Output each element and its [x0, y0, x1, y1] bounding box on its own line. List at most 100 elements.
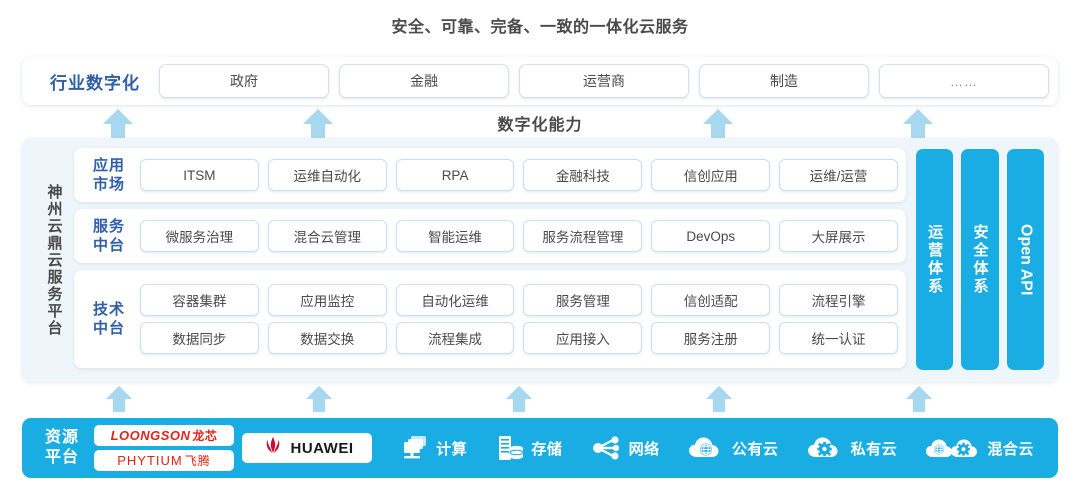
huawei-logo-text: HUAWEI [290, 439, 354, 457]
capability-label: 数字化能力 [497, 117, 583, 134]
capability-cell-fintech[interactable]: 金融科技 [523, 159, 643, 191]
hybrid-cloud-icon [925, 435, 981, 461]
layer-label-technology-middle-platform: 技术 中台 [78, 300, 140, 338]
up-arrow-icon [902, 109, 934, 139]
capability-cell-service-mgmt[interactable]: 服务管理 [523, 284, 643, 316]
resource-item-public-cloud[interactable]: 公有云 [688, 435, 779, 461]
industry-item-more[interactable]: …… [879, 64, 1049, 98]
capability-cell-itsm[interactable]: ITSM [140, 159, 259, 191]
industry-item-list: 政府 金融 运营商 制造 …… [159, 64, 1049, 98]
capability-cell-ops-automation[interactable]: 运维自动化 [267, 159, 387, 191]
layer-items-application-market: ITSM 运维自动化 RPA 金融科技 信创应用 运维/运营 [140, 153, 898, 197]
capability-cell-app-access[interactable]: 应用接入 [523, 322, 643, 354]
resource-label-line2: 平台 [44, 449, 79, 466]
compute-icon [400, 434, 430, 462]
layer-items-service-middle-platform: 微服务治理 混合云管理 智能运维 服务流程管理 DevOps 大屏展示 [140, 214, 898, 258]
capability-cell-app-monitoring[interactable]: 应用监控 [267, 284, 387, 316]
layer-label-line2: 中台 [92, 320, 125, 337]
up-arrow-icon [105, 384, 137, 414]
capability-cell-devops[interactable]: DevOps [651, 220, 771, 252]
capability-cell-automated-ops[interactable]: 自动化运维 [395, 284, 515, 316]
item-row: 数据同步 数据交换 流程集成 应用接入 服务注册 统一认证 [140, 322, 898, 354]
phytium-logo-cn: 飞腾 [184, 454, 211, 468]
resource-item-network[interactable]: 网络 [591, 435, 660, 461]
phytium-logo-text: PHYTIUM [117, 453, 183, 468]
capability-cell-hybrid-cloud-mgmt[interactable]: 混合云管理 [267, 220, 387, 252]
huawei-logo: HUAWEI [242, 433, 372, 463]
resource-item-label: 网络 [628, 440, 660, 458]
resource-item-label: 存储 [531, 440, 563, 458]
network-icon [591, 435, 623, 461]
page-title: 安全、可靠、完备、一致的一体化云服务 [391, 19, 689, 36]
up-arrow-icon [302, 109, 334, 139]
item-row: 容器集群 应用监控 自动化运维 服务管理 信创适配 流程引擎 [140, 284, 898, 316]
loongson-logo-text: LOONGSON [110, 428, 191, 443]
layer-label-line1: 应用 [92, 157, 125, 174]
industry-item-government[interactable]: 政府 [159, 64, 329, 98]
industry-item-telecom[interactable]: 运营商 [519, 64, 689, 98]
up-arrow-icon [102, 109, 134, 139]
industry-item-finance[interactable]: 金融 [339, 64, 509, 98]
capability-cell-service-process-mgmt[interactable]: 服务流程管理 [523, 220, 643, 252]
industry-row-label: 行业数字化 [50, 73, 140, 93]
industry-item-manufacturing[interactable]: 制造 [699, 64, 869, 98]
capability-cell-data-exchange[interactable]: 数据交换 [267, 322, 387, 354]
capability-cell-xinchuang-adaptation[interactable]: 信创适配 [651, 284, 771, 316]
resource-item-label: 公有云 [731, 440, 779, 458]
private-cloud-icon [807, 435, 845, 461]
capability-cell-xinchuang-app[interactable]: 信创应用 [651, 159, 771, 191]
vertical-bar-security-system[interactable]: 安全体系 [961, 149, 999, 370]
capability-cell-data-sync[interactable]: 数据同步 [140, 322, 259, 354]
industry-digitalization-row: 行业数字化 政府 金融 运营商 制造 …… [22, 57, 1058, 105]
layer-items-technology-middle-platform: 容器集群 应用监控 自动化运维 服务管理 信创适配 流程引擎 数据同步 数据交换… [140, 275, 898, 363]
up-arrow-icon [702, 109, 734, 139]
platform-inner: 应用 市场 ITSM 运维自动化 RPA 金融科技 信创应用 运维/运营 [74, 148, 1046, 372]
vertical-bar-open-api[interactable]: Open API [1006, 149, 1044, 370]
capability-cell-aiops[interactable]: 智能运维 [395, 220, 515, 252]
capability-cell-service-registry[interactable]: 服务注册 [651, 322, 771, 354]
capability-cell-rpa[interactable]: RPA [395, 159, 515, 191]
resource-item-private-cloud[interactable]: 私有云 [807, 435, 898, 461]
layer-label-line2: 市场 [92, 176, 125, 193]
layer-service-middle-platform: 服务 中台 微服务治理 混合云管理 智能运维 服务流程管理 DevOps 大屏展… [74, 209, 906, 263]
resource-label-line1: 资源 [44, 429, 79, 446]
capability-cell-unified-auth[interactable]: 统一认证 [779, 322, 898, 354]
top-arrow-band: 数字化能力 [0, 106, 1080, 142]
up-arrow-icon [305, 384, 337, 414]
capability-cell-process-engine[interactable]: 流程引擎 [779, 284, 898, 316]
cloud-service-platform: 神州云鼎云服务平台 应用 市场 ITSM 运维自动化 RPA 金融科技 信创应用… [22, 138, 1058, 382]
capability-cell-ops-operations[interactable]: 运维/运营 [779, 159, 898, 191]
layer-label-line1: 服务 [92, 218, 125, 235]
public-cloud-icon [688, 435, 726, 461]
resource-platform-label: 资源 平台 [34, 428, 90, 468]
resource-item-storage[interactable]: 存储 [495, 434, 562, 462]
up-arrow-icon [905, 384, 937, 414]
layer-label-service-middle-platform: 服务 中台 [78, 217, 140, 255]
storage-icon [495, 434, 525, 462]
resource-item-hybrid-cloud[interactable]: 混合云 [925, 435, 1034, 461]
item-row: ITSM 运维自动化 RPA 金融科技 信创应用 运维/运营 [140, 159, 898, 191]
loongson-logo-cn: 龙芯 [192, 429, 218, 443]
layer-technology-middle-platform: 技术 中台 容器集群 应用监控 自动化运维 服务管理 信创适配 流程引擎 数据同… [74, 270, 906, 368]
resource-item-label: 混合云 [987, 440, 1034, 458]
vertical-bar-group: 运营体系 安全体系 Open API [914, 148, 1046, 372]
capability-cell-process-integration[interactable]: 流程集成 [395, 322, 515, 354]
vertical-bar-operations-system[interactable]: 运营体系 [916, 149, 954, 370]
resource-item-label: 计算 [436, 440, 468, 458]
huawei-petal-icon [261, 435, 285, 462]
bottom-arrow-band [0, 384, 1080, 416]
capability-cell-container-cluster[interactable]: 容器集群 [140, 284, 259, 316]
platform-layers: 应用 市场 ITSM 运维自动化 RPA 金融科技 信创应用 运维/运营 [74, 148, 906, 372]
resource-item-label: 私有云 [850, 440, 898, 458]
capability-cell-dashboard[interactable]: 大屏展示 [779, 220, 898, 252]
item-row: 微服务治理 混合云管理 智能运维 服务流程管理 DevOps 大屏展示 [140, 220, 898, 252]
resource-item-list: 计算 [372, 434, 1048, 462]
layer-label-line2: 中台 [92, 237, 125, 254]
layer-label-application-market: 应用 市场 [78, 156, 140, 194]
capability-cell-microservice-governance[interactable]: 微服务治理 [140, 220, 259, 252]
resource-item-compute[interactable]: 计算 [400, 434, 467, 462]
